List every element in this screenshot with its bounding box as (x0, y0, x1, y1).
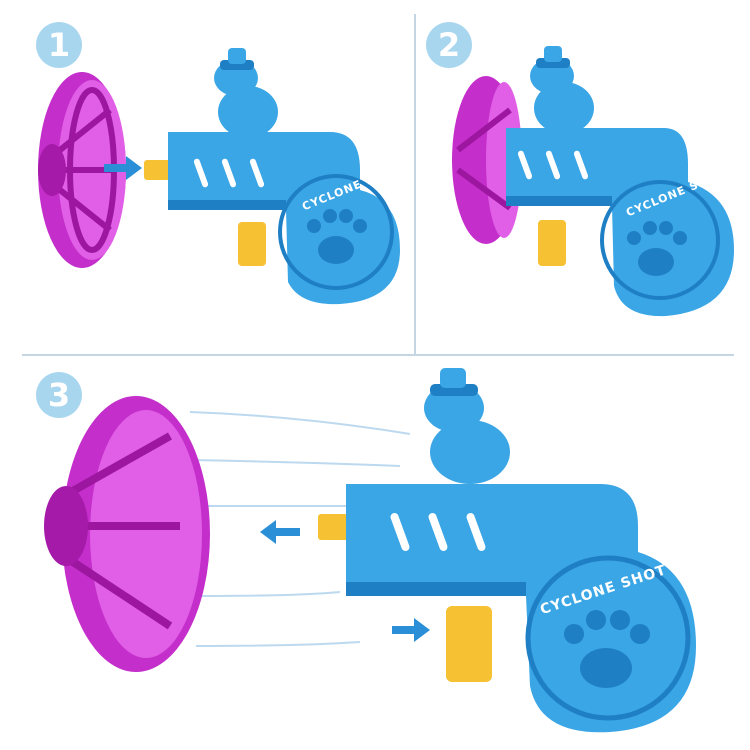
arrow-icon (392, 618, 430, 642)
launch-tip (318, 514, 348, 540)
step-3-illustration: CYCLONE SHOT (44, 368, 696, 733)
spinning-disc (38, 72, 126, 268)
spinning-disc (452, 76, 522, 244)
step-1-illustration: CYCLONE SHOT (38, 48, 404, 305)
vertical-divider (414, 14, 416, 354)
launcher-body (506, 46, 734, 317)
bone-icon (517, 150, 589, 180)
paw-icon (627, 221, 687, 276)
bone-icon (390, 512, 486, 552)
puppy-figure (214, 48, 278, 138)
arrow-icon (104, 156, 142, 180)
trigger (238, 222, 266, 266)
step-2-badge: 2 (426, 22, 472, 68)
launcher-body (346, 368, 696, 733)
step-2-illustration: CYCLONE SHOT (452, 46, 734, 317)
paw-icon (564, 610, 650, 688)
motion-lines (189, 411, 411, 647)
bone-icon (193, 158, 265, 188)
paw-icon (307, 209, 367, 264)
trigger (538, 220, 566, 266)
trigger (446, 606, 492, 682)
launcher-body (168, 48, 400, 305)
step-3-badge: 3 (36, 372, 82, 418)
launch-tip (144, 160, 170, 180)
step-1-badge: 1 (36, 22, 82, 68)
puppy-figure (424, 368, 510, 484)
puppy-figure (530, 46, 594, 134)
spinning-disc (44, 396, 210, 672)
horizontal-divider (22, 354, 734, 356)
arrow-icon (260, 520, 300, 544)
